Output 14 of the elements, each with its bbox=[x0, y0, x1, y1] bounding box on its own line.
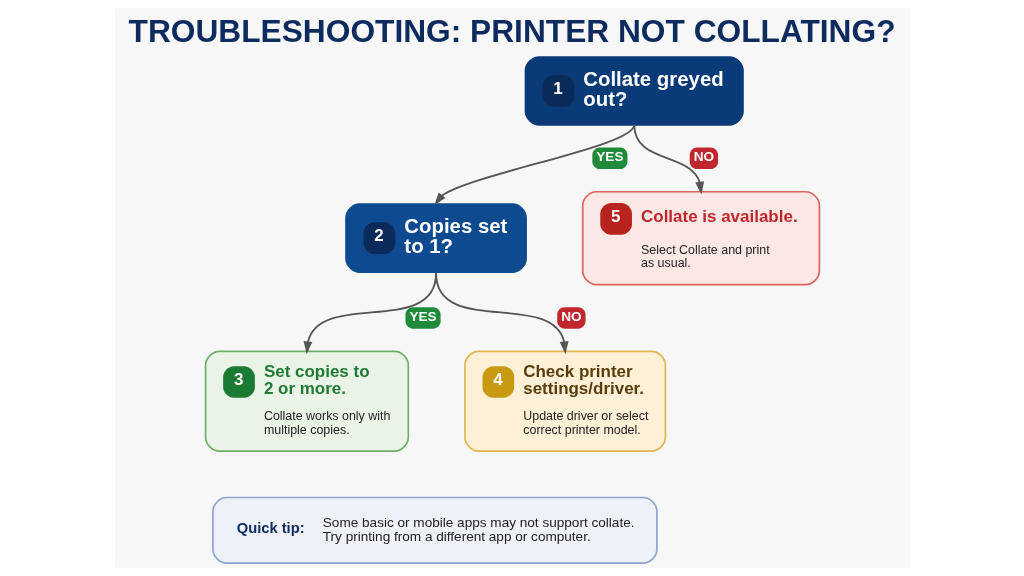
arrow bbox=[434, 272, 569, 355]
node-box: 3 Set copies to 2 or more. Collate works only with multiple copies. bbox=[204, 350, 409, 452]
node-box: 2 Copies set to 1? bbox=[344, 203, 527, 273]
edge-label: NO bbox=[693, 149, 714, 165]
edge-label: YES bbox=[595, 149, 623, 165]
node-box: 1 Collate greyed out? bbox=[524, 56, 744, 126]
arrow bbox=[632, 124, 704, 195]
arrow bbox=[433, 124, 635, 206]
diagram-title: TROUBLESHOOTING: PRINTER NOT COLLATING? bbox=[128, 12, 895, 49]
node-box: 5 Collate is available. Select Collate and print as usual. bbox=[581, 190, 820, 286]
edge-label: NO bbox=[560, 308, 582, 324]
node-box: Quick tip: Some basic or mobile apps may not support collate. Try printing from a different app or computer. bbox=[211, 496, 658, 565]
node-box: 4 Check printer settings/driver. Update driver or select correct printer model. bbox=[463, 350, 666, 452]
edge-label: YES bbox=[408, 308, 437, 324]
